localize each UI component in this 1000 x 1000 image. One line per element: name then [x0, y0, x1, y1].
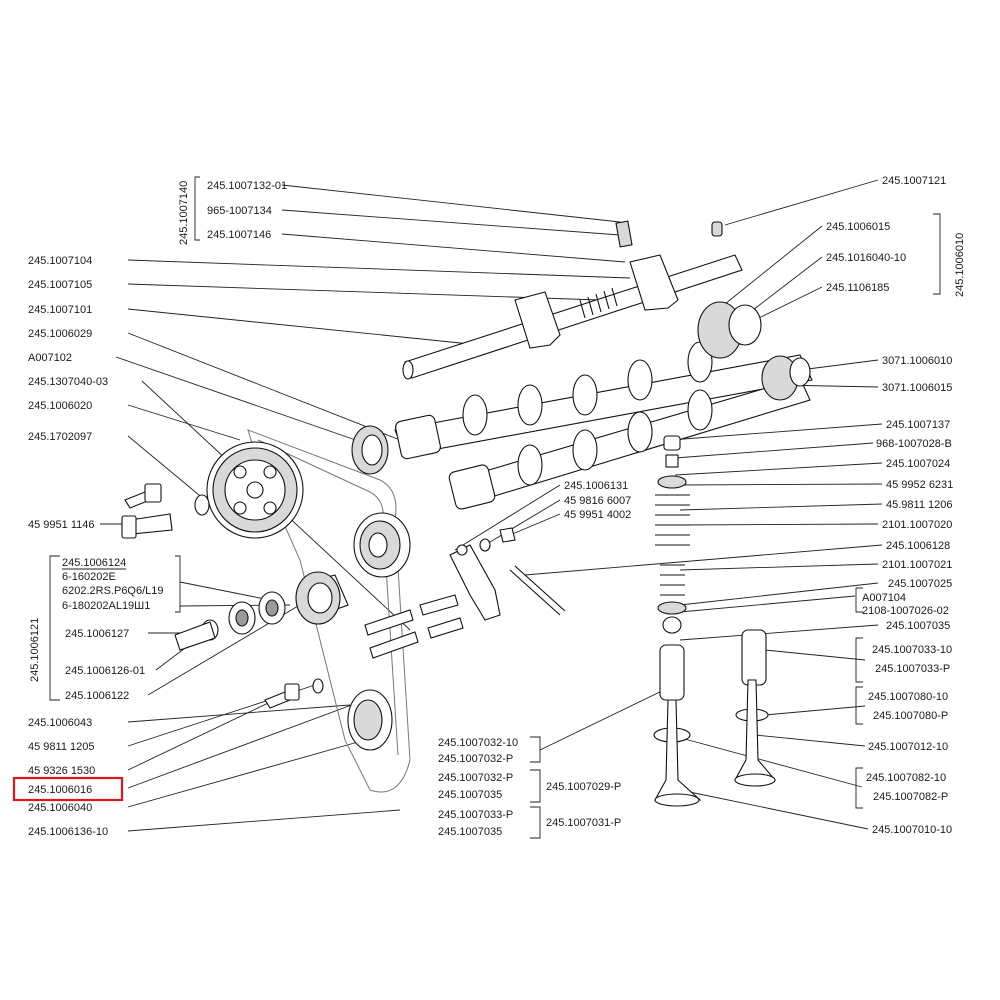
- label-245-1016040-10: 245.1016040-10: [826, 252, 906, 264]
- label-2101-1007020: 2101.1007020: [882, 519, 952, 531]
- label-245-1007121: 245.1007121: [882, 175, 946, 187]
- label-245-1007032-P-a: 245.1007032-P: [438, 753, 513, 765]
- label-6202-2RS: 6202.2RS.P6Q6/L19: [62, 585, 164, 597]
- label-245-1007032-10: 245.1007032-10: [438, 737, 518, 749]
- label-245-1007105: 245.1007105: [28, 279, 92, 291]
- label-245-1006122: 245.1006122: [65, 690, 129, 702]
- label-245-1006124: 245.1006124: [62, 557, 126, 569]
- label-245-1006016[interactable]: 245.1006016: [28, 784, 92, 796]
- label-245-1007035-a: 245.1007035: [438, 789, 502, 801]
- label-A007104: A007104: [862, 592, 906, 604]
- group-label-245-1007140: 245.1007140: [178, 181, 190, 245]
- leader-lines: [100, 179, 883, 832]
- label-245-1106185: 245.1106185: [826, 282, 889, 294]
- label-2108-1007026-02: 2108-1007026-02: [862, 605, 949, 617]
- rocker-arm: [449, 544, 566, 621]
- label-245-1007137: 245.1007137: [886, 419, 950, 431]
- label-45-9811-1205: 45 9811 1205: [28, 741, 94, 753]
- label-245-1007012-10: 245.1007012-10: [868, 741, 948, 753]
- label-245-1006029: 245.1006029: [28, 328, 92, 340]
- label-245-1006136-10: 245.1006136-10: [28, 826, 108, 838]
- label-245-1007035-b: 245.1007035: [438, 826, 502, 838]
- label-45-9952-6231: 45 9952 6231: [886, 479, 953, 491]
- label-245-1007104: 245.1007104: [28, 255, 92, 267]
- camshaft-upper: [394, 301, 813, 460]
- label-245-1007033-P: 245.1007033-P: [875, 663, 950, 675]
- label-245-1006015: 245.1006015: [826, 221, 890, 233]
- label-6-160202E: 6-160202E: [62, 571, 116, 583]
- label-245-1007033-10: 245.1007033-10: [872, 644, 952, 656]
- group-label-245-1006010: 245.1006010: [954, 233, 966, 297]
- label-245-1007032-P-b: 245.1007032-P: [438, 772, 513, 784]
- label-245-1007029-P: 245.1007029-P: [546, 781, 621, 793]
- idler-sprocket: [353, 512, 411, 578]
- label-245-1006127: 245.1006127: [65, 628, 129, 640]
- label-245-1007025: 245.1007025: [888, 578, 952, 590]
- rocker-spring: [579, 287, 618, 319]
- label-965-1007134: 965-1007134: [207, 205, 272, 217]
- label-45-9326-1530: 45 9326 1530: [28, 765, 95, 777]
- label-245-1007024: 245.1007024: [886, 458, 950, 470]
- label-245-1006131: 245.1006131: [564, 480, 628, 492]
- part-labels: 245.1007132-01 965-1007134 245.1007146 2…: [12, 175, 966, 838]
- highlight-box: [12, 776, 124, 802]
- label-245-1307040-03: 245.1307040-03: [28, 376, 108, 388]
- label-45-9951-1146: 45 9951 1146: [28, 519, 94, 531]
- label-245-1006040: 245.1006040: [28, 802, 92, 814]
- label-245-1007080-10: 245.1007080-10: [868, 691, 948, 703]
- label-245-1007082-10: 245.1007082-10: [866, 772, 946, 784]
- valve-assembly-right: [734, 629, 777, 787]
- label-245-1007035-right: 245.1007035: [886, 620, 950, 632]
- camshaft-lower: [448, 355, 811, 510]
- label-968-1007028-B: 968-1007028-B: [876, 438, 952, 450]
- label-245-1007010-10: 245.1007010-10: [872, 824, 952, 836]
- label-245-1007132-01: 245.1007132-01: [207, 180, 287, 192]
- label-A007102: A007102: [28, 352, 72, 364]
- label-245-1006128: 245.1006128: [886, 540, 950, 552]
- tensioner-roller: [174, 571, 349, 651]
- label-245-1007031-P: 245.1007031-P: [546, 817, 621, 829]
- label-245-1007033-P-c: 245.1007033-P: [438, 809, 513, 821]
- label-45-9816-6007: 45 9816 6007: [564, 495, 631, 507]
- label-245-1006043: 245.1006043: [28, 717, 92, 729]
- label-45-9951-4002: 45 9951 4002: [564, 509, 631, 521]
- label-45-9811-1206: 45.9811 1206: [886, 499, 952, 511]
- group-brackets: [49, 176, 941, 839]
- label-245-1702097: 245.1702097: [28, 431, 92, 443]
- label-3071-1006015: 3071.1006015: [882, 382, 952, 394]
- label-2101-1007021: 2101.1007021: [882, 559, 952, 571]
- camshaft-sprocket: [206, 441, 304, 539]
- label-245-1007146: 245.1007146: [207, 229, 271, 241]
- label-245-1007082-P: 245.1007082-P: [873, 791, 948, 803]
- label-245-1007101: 245.1007101: [28, 304, 92, 316]
- label-3071-1006010: 3071.1006010: [882, 355, 952, 367]
- label-245-1006020: 245.1006020: [28, 400, 92, 412]
- rocker-shaft: [402, 220, 743, 380]
- parts-artwork: [121, 220, 813, 807]
- valve-assembly: [653, 435, 702, 807]
- label-245-1006126-01: 245.1006126-01: [65, 665, 145, 677]
- crank-sprocket: [347, 689, 393, 751]
- label-6-180202AL19: 6-180202AL19Ш1: [62, 600, 150, 612]
- label-245-1007080-P: 245.1007080-P: [873, 710, 948, 722]
- group-label-245-1006121: 245.1006121: [29, 618, 41, 682]
